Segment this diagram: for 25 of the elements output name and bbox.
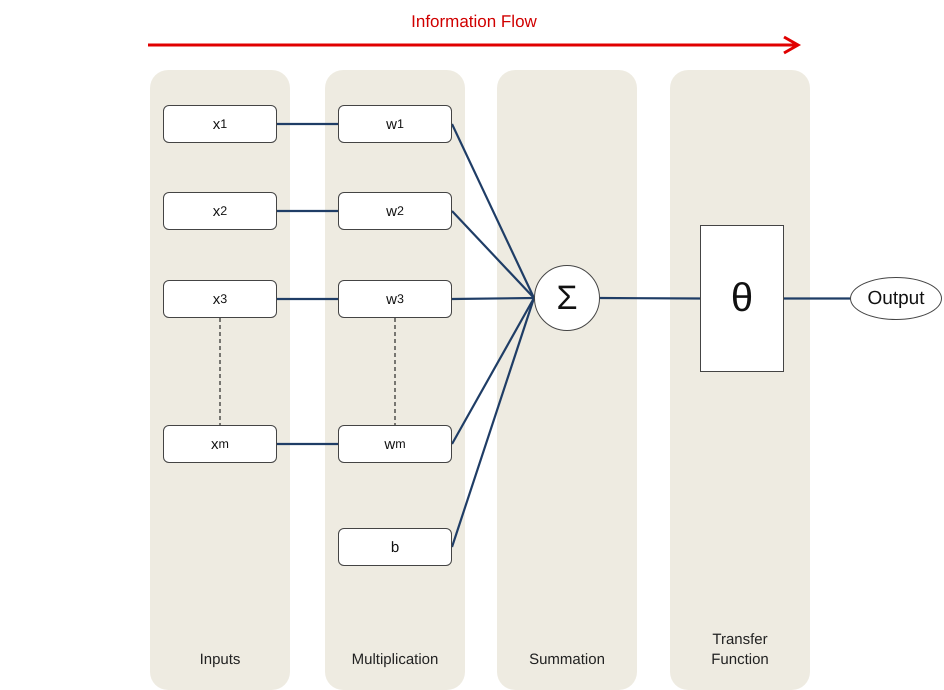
connector-line [277,210,338,212]
column-panel [497,70,637,690]
connector-line [450,298,536,548]
summation-circle: Σ [534,265,600,331]
connector-line [784,297,850,300]
dashed-line [394,318,396,426]
flow-label: Information Flow [411,12,537,31]
connector-line [277,298,338,300]
value-box: b [338,528,452,566]
connector-line [451,297,535,445]
column-title: Inputs [200,650,240,670]
output-ellipse: Output [850,277,942,320]
connector-line [452,296,534,300]
column-panel [325,70,465,690]
column-panel [670,70,810,690]
column-panel [150,70,290,690]
column-title: Multiplication [352,650,438,670]
connector-line [277,442,338,446]
connector-line [451,210,535,299]
connector-line [451,124,535,298]
column-title: Transfer Function [710,630,770,670]
column-title: Summation [529,650,605,670]
connector-line [277,122,338,126]
connector-line [600,296,700,300]
function-box: θ [700,225,784,372]
